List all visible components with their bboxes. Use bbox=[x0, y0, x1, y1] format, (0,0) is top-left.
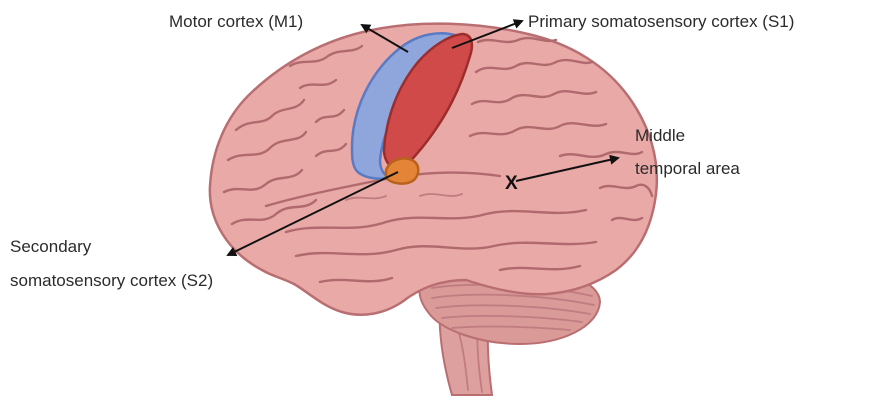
label-primary-somatosensory: Primary somatosensory cortex (S1) bbox=[528, 12, 794, 31]
label-secondary-somatosensory-line2: somatosensory cortex (S2) bbox=[10, 271, 213, 290]
mt-marker: X bbox=[505, 173, 518, 194]
label-secondary-somatosensory-line1: Secondary bbox=[10, 237, 92, 256]
s2-region bbox=[386, 158, 418, 183]
label-motor-cortex: Motor cortex (M1) bbox=[169, 12, 303, 31]
label-middle-temporal-line2: temporal area bbox=[635, 159, 740, 178]
label-middle-temporal-line1: Middle bbox=[635, 126, 685, 145]
